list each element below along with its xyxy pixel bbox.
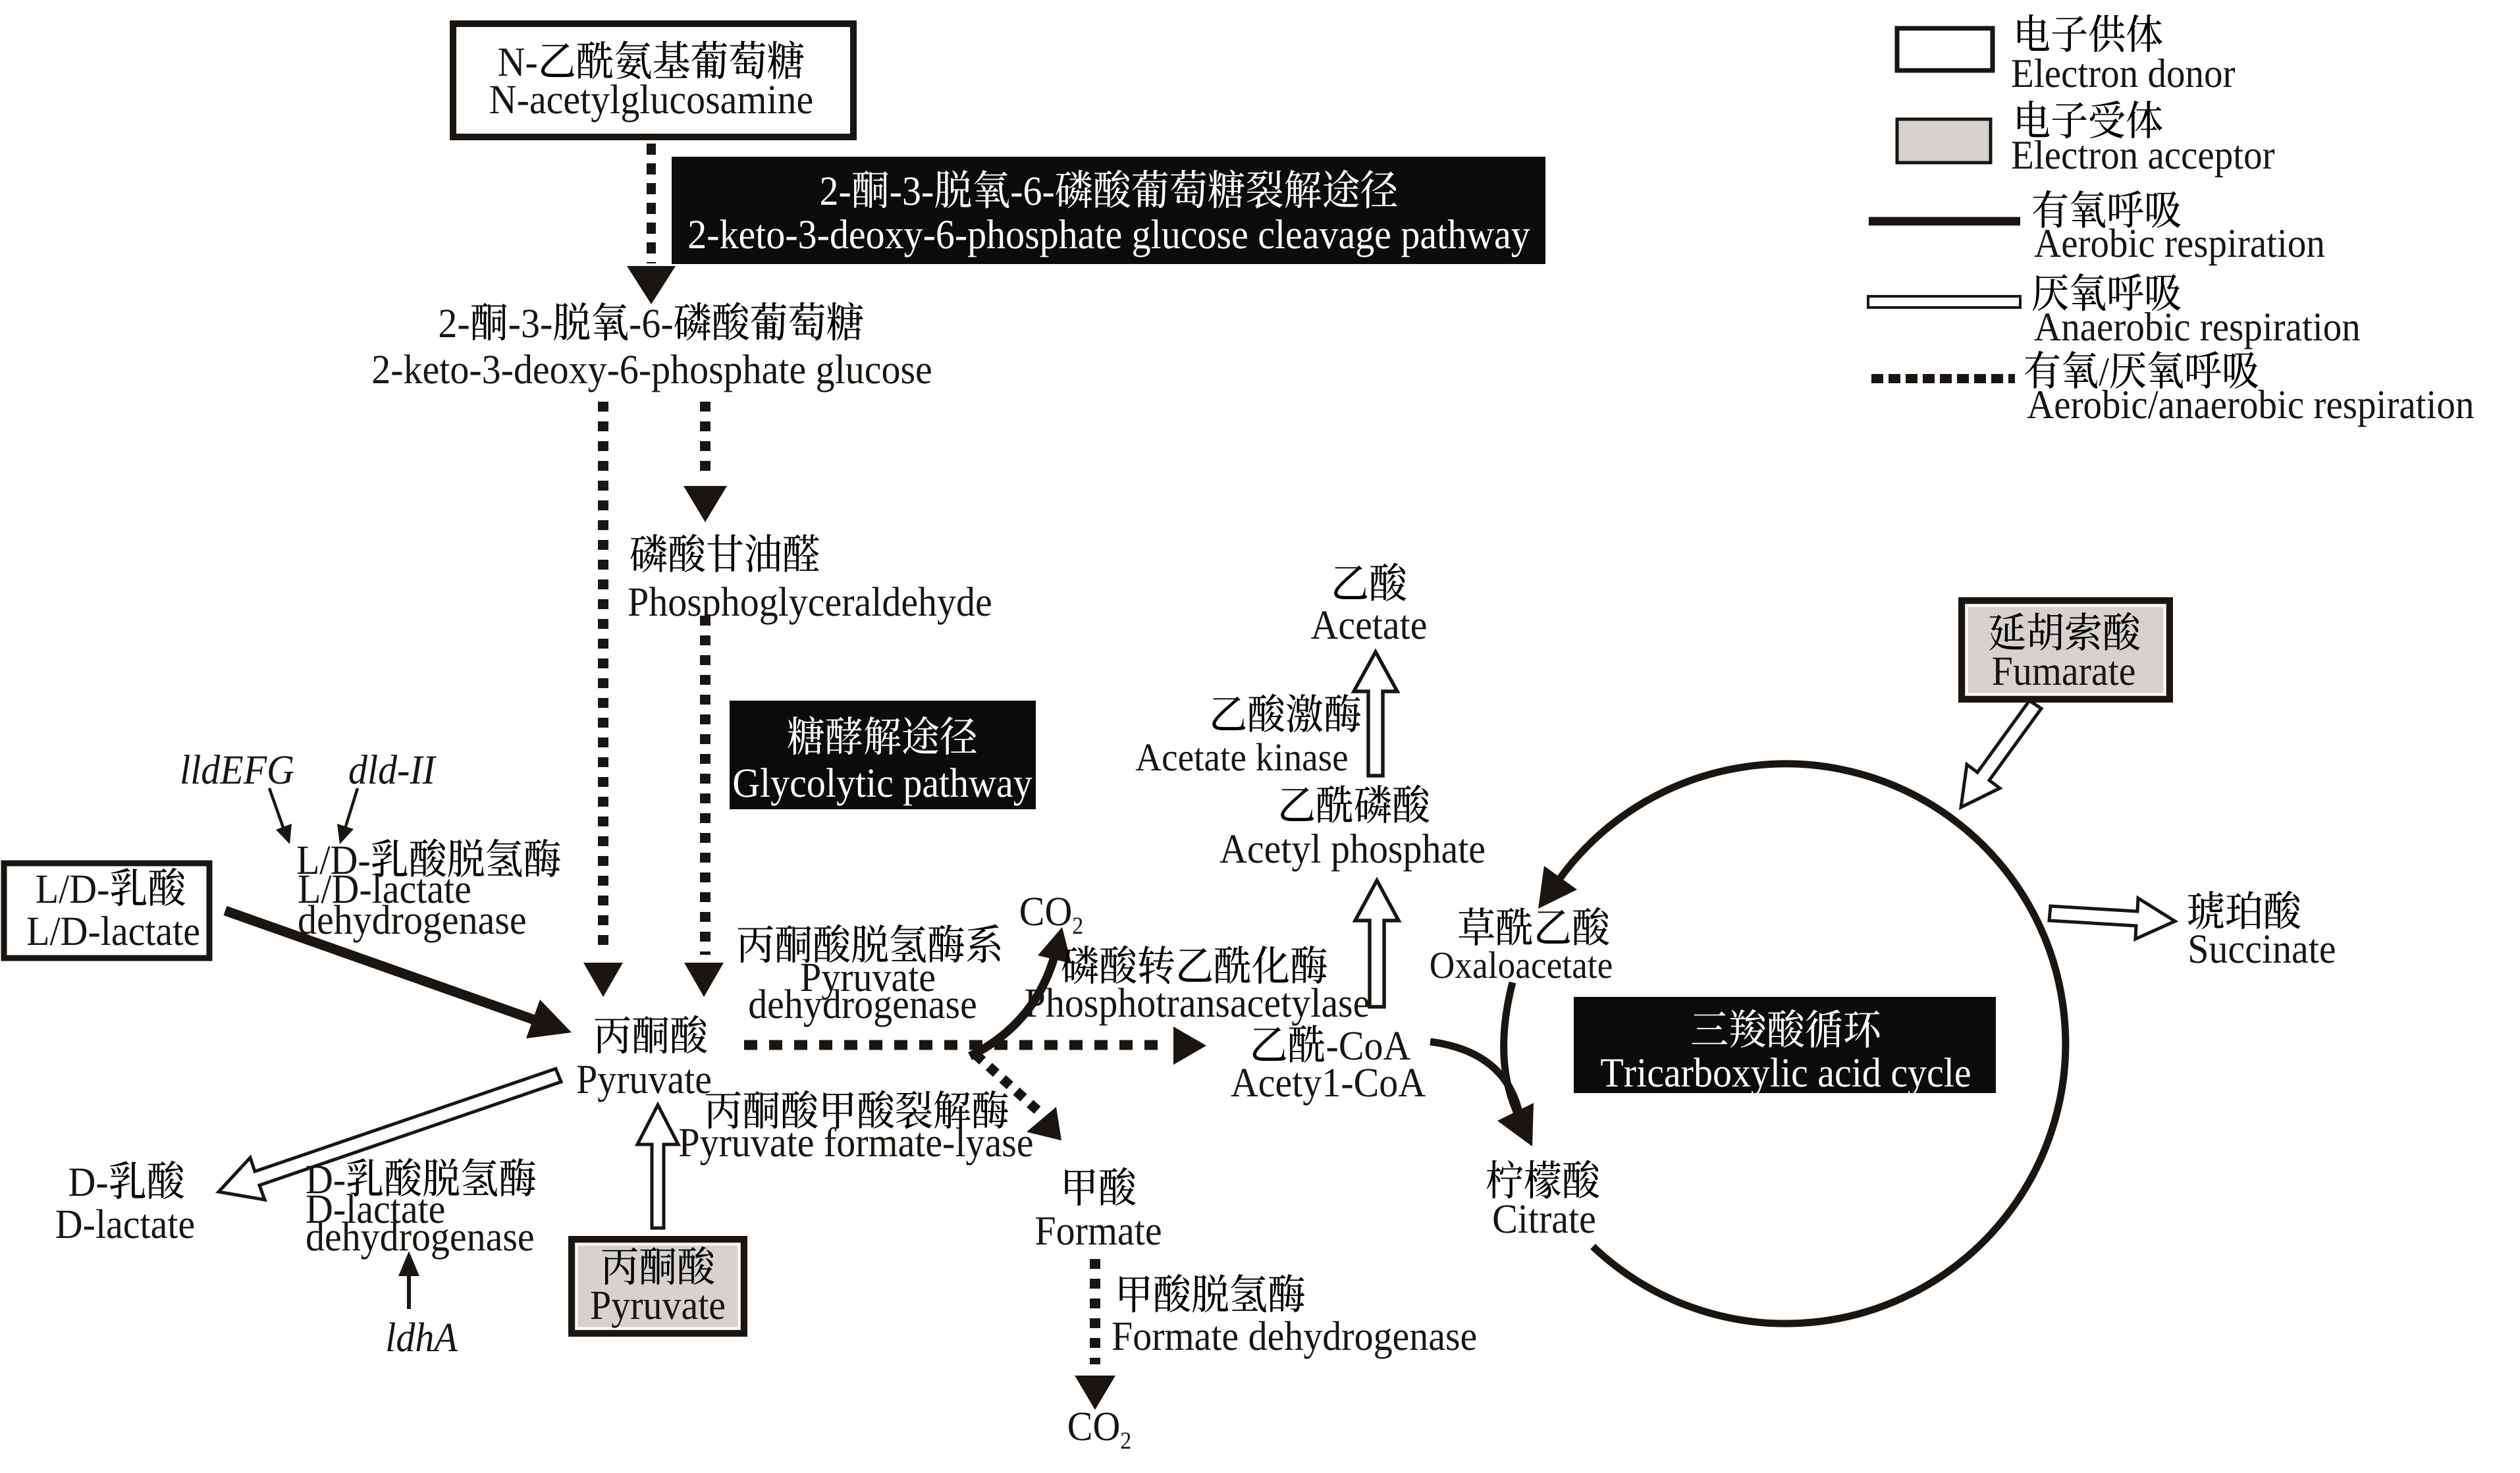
svg-text:Anaerobic respiration: Anaerobic respiration xyxy=(2034,305,2361,350)
svg-text:2-: 2- xyxy=(438,300,469,346)
svg-text:Electron donor: Electron donor xyxy=(2011,51,2236,96)
svg-text:dehydrogenase: dehydrogenase xyxy=(298,897,527,943)
svg-text:CO: CO xyxy=(1067,1403,1121,1449)
svg-text:Formate: Formate xyxy=(1034,1208,1162,1254)
svg-text:Aerobic respiration: Aerobic respiration xyxy=(2034,221,2325,266)
svg-text:Tricarboxylic acid cycle: Tricarboxylic acid cycle xyxy=(1600,1050,1971,1096)
svg-text:ldhA: ldhA xyxy=(385,1314,458,1360)
svg-text:dehydrogenase: dehydrogenase xyxy=(306,1214,535,1260)
svg-text:2-: 2- xyxy=(820,168,851,214)
svg-text:CO: CO xyxy=(1019,888,1073,934)
svg-text:-6-: -6- xyxy=(1010,168,1055,214)
svg-text:N-: N- xyxy=(498,39,538,85)
svg-text:-3-: -3- xyxy=(508,300,553,346)
svg-text:L/D-lactate: L/D-lactate xyxy=(26,908,200,954)
svg-text:Pyruvate: Pyruvate xyxy=(590,1282,726,1328)
svg-text:/: / xyxy=(2099,350,2110,394)
svg-text:D-lactate: D-lactate xyxy=(55,1201,195,1247)
svg-text:2: 2 xyxy=(1120,1428,1131,1455)
svg-text:L/D-lactate: L/D-lactate xyxy=(298,866,471,912)
svg-text:Phosphotransacetylase: Phosphotransacetylase xyxy=(1025,980,1370,1026)
svg-text:Glycolytic pathway: Glycolytic pathway xyxy=(732,760,1032,806)
svg-text:-CoA: -CoA xyxy=(1326,1023,1411,1069)
svg-text:Acetate kinase: Acetate kinase xyxy=(1135,736,1348,779)
svg-text:D-: D- xyxy=(306,1156,346,1202)
svg-text:Acety1-CoA: Acety1-CoA xyxy=(1231,1059,1426,1106)
svg-text:Electron acceptor: Electron acceptor xyxy=(2011,133,2275,178)
svg-text:Oxaloacetate: Oxaloacetate xyxy=(1430,944,1613,986)
svg-text:2: 2 xyxy=(1072,913,1083,940)
svg-text:L/D-: L/D- xyxy=(296,837,371,883)
svg-text:Succinate: Succinate xyxy=(2187,926,2336,972)
svg-text:Citrate: Citrate xyxy=(1492,1196,1596,1242)
svg-text:Aerobic/anaerobic respiration: Aerobic/anaerobic respiration xyxy=(2027,383,2474,427)
svg-text:dld-II: dld-II xyxy=(348,747,437,793)
svg-text:Phosphoglyceraldehyde: Phosphoglyceraldehyde xyxy=(628,579,992,625)
svg-text:-6-: -6- xyxy=(629,300,674,346)
svg-text:2-keto-3-deoxy-6-phosphate glu: 2-keto-3-deoxy-6-phosphate glucose xyxy=(371,346,932,392)
svg-text:N-acetylglucosamine: N-acetylglucosamine xyxy=(489,76,813,122)
svg-text:D-lactate: D-lactate xyxy=(306,1186,445,1232)
svg-text:Fumarate: Fumarate xyxy=(1992,648,2136,694)
svg-text:Pyruvate: Pyruvate xyxy=(800,954,936,1000)
svg-text:Acetate: Acetate xyxy=(1311,602,1428,648)
svg-text:lldEFG: lldEFG xyxy=(180,747,294,793)
svg-text:2-keto-3-deoxy-6-phosphate glu: 2-keto-3-deoxy-6-phosphate glucose cleav… xyxy=(687,211,1530,257)
svg-text:D-: D- xyxy=(68,1159,109,1205)
svg-text:-3-: -3- xyxy=(890,168,934,214)
svg-text:Pyruvate formate-lyase: Pyruvate formate-lyase xyxy=(678,1119,1033,1165)
svg-text:Formate dehydrogenase: Formate dehydrogenase xyxy=(1112,1313,1477,1359)
svg-text:Acetyl phosphate: Acetyl phosphate xyxy=(1220,826,1486,872)
svg-text:Pyruvate: Pyruvate xyxy=(576,1056,712,1102)
svg-text:L/D-: L/D- xyxy=(36,866,110,912)
svg-text:dehydrogenase: dehydrogenase xyxy=(748,981,977,1027)
